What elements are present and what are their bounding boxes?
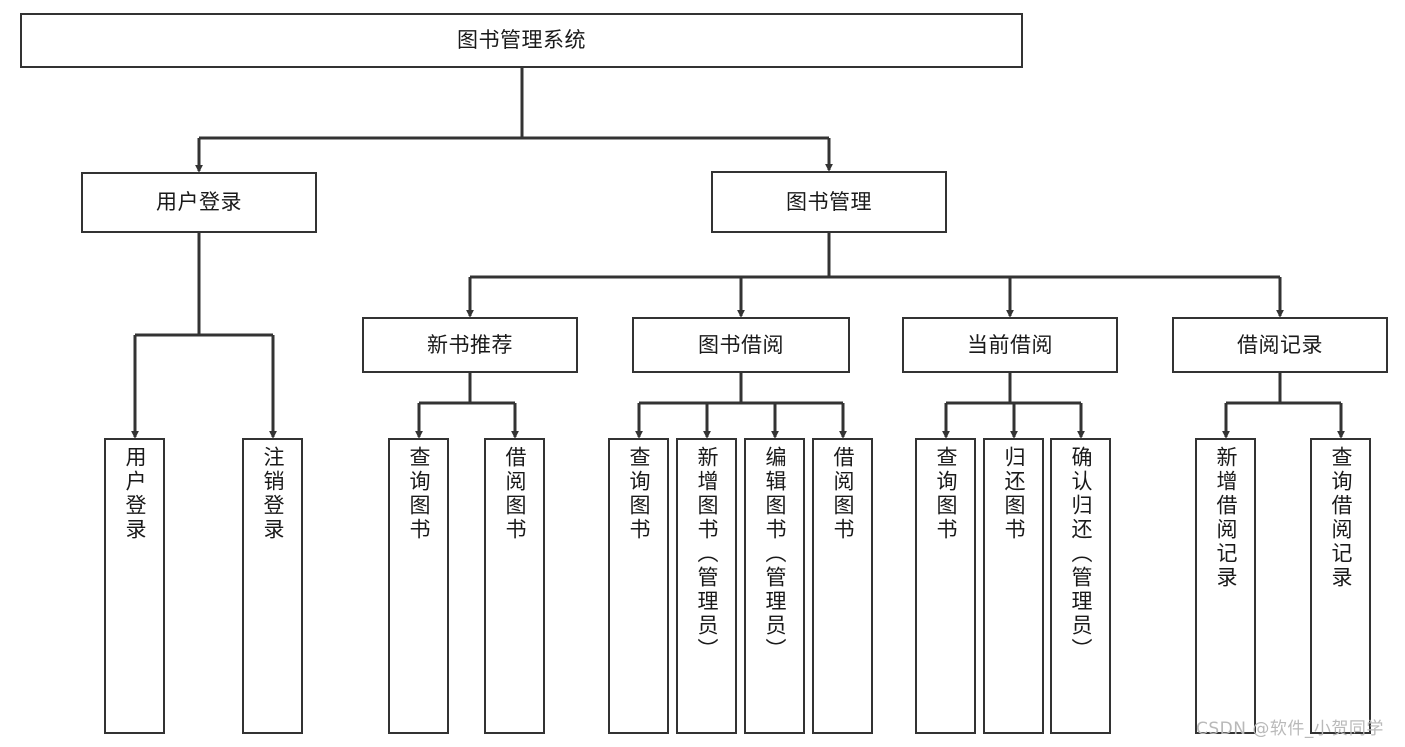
node-label: 新增借阅记录 bbox=[1214, 446, 1238, 590]
node-leaf13[interactable]: 查询借阅记录 bbox=[1310, 438, 1371, 734]
node-leaf11[interactable]: 确认归还（管理员） bbox=[1050, 438, 1111, 734]
node-leaf7[interactable]: 编辑图书（管理员） bbox=[744, 438, 805, 734]
node-current[interactable]: 当前借阅 bbox=[902, 317, 1118, 373]
watermark: CSDN @软件_小贺同学 bbox=[1196, 719, 1384, 739]
node-label: 新书推荐 bbox=[427, 332, 513, 357]
node-label: 查询图书 bbox=[627, 446, 651, 542]
node-leaf2[interactable]: 注销登录 bbox=[242, 438, 303, 734]
node-label: 查询图书 bbox=[934, 446, 958, 542]
node-label: 图书管理系统 bbox=[457, 28, 586, 53]
node-leaf10[interactable]: 归还图书 bbox=[983, 438, 1044, 734]
node-root[interactable]: 图书管理系统 bbox=[20, 13, 1023, 68]
node-leaf8[interactable]: 借阅图书 bbox=[812, 438, 873, 734]
node-newbook[interactable]: 新书推荐 bbox=[362, 317, 578, 373]
node-leaf6[interactable]: 新增图书（管理员） bbox=[676, 438, 737, 734]
node-leaf4[interactable]: 借阅图书 bbox=[484, 438, 545, 734]
node-leaf12[interactable]: 新增借阅记录 bbox=[1195, 438, 1256, 734]
node-label: 注销登录 bbox=[261, 446, 285, 542]
node-leaf5[interactable]: 查询图书 bbox=[608, 438, 669, 734]
node-label: 用户登录 bbox=[156, 190, 242, 215]
node-label: 查询借阅记录 bbox=[1329, 446, 1353, 590]
node-leaf1[interactable]: 用户登录 bbox=[104, 438, 165, 734]
node-borrow[interactable]: 图书借阅 bbox=[632, 317, 850, 373]
node-label: 借阅记录 bbox=[1237, 332, 1323, 357]
node-label: 确认归还（管理员） bbox=[1069, 446, 1093, 662]
node-label: 用户登录 bbox=[123, 446, 147, 542]
node-bookmgmt[interactable]: 图书管理 bbox=[711, 171, 947, 233]
node-leaf3[interactable]: 查询图书 bbox=[388, 438, 449, 734]
node-label: 新增图书（管理员） bbox=[695, 446, 719, 662]
node-label: 借阅图书 bbox=[831, 446, 855, 542]
node-record[interactable]: 借阅记录 bbox=[1172, 317, 1388, 373]
node-label: 图书管理 bbox=[786, 189, 872, 214]
node-label: 当前借阅 bbox=[967, 332, 1053, 357]
node-label: 归还图书 bbox=[1002, 446, 1026, 542]
node-label: 图书借阅 bbox=[698, 332, 784, 357]
node-leaf9[interactable]: 查询图书 bbox=[915, 438, 976, 734]
node-label: 编辑图书（管理员） bbox=[763, 446, 787, 662]
node-label: 借阅图书 bbox=[503, 446, 527, 542]
node-login[interactable]: 用户登录 bbox=[81, 172, 317, 233]
node-label: 查询图书 bbox=[407, 446, 431, 542]
